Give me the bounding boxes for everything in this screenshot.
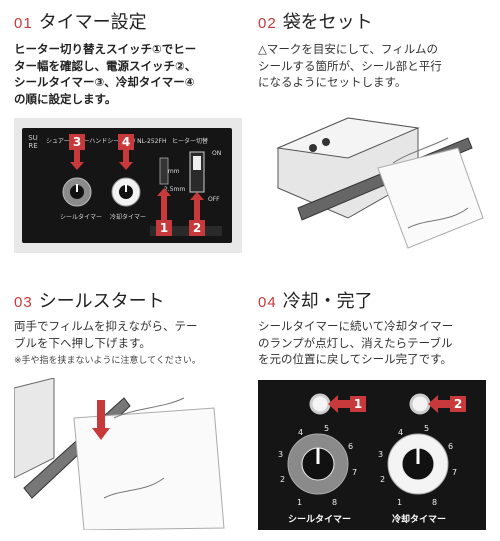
step-02-heading: 02 袋をセット xyxy=(258,8,373,34)
cool-timer-label: 冷却タイマー xyxy=(110,214,147,221)
description-line: になるようにセットします。 xyxy=(258,75,407,89)
description-line: シールタイマー③、冷却タイマー④ xyxy=(14,75,195,89)
description-line: ブルを下へ押し下げます。 xyxy=(14,335,151,350)
panel-controls-drawing xyxy=(62,150,222,236)
brand-logo: SURE xyxy=(28,134,38,150)
badge-3: 3 xyxy=(69,134,85,150)
heater-label: ヒーター切替 xyxy=(172,138,209,145)
step-02-description: △マークを目安にして、フィルムの シールする箇所が、シール部と平行 になるように… xyxy=(258,41,493,91)
step-04-heading: 04 冷却・完了 xyxy=(258,287,373,313)
seal-dial-7: 7 xyxy=(352,468,358,477)
step-title: タイマー設定 xyxy=(38,12,147,33)
seal-timer-label: シールタイマー xyxy=(60,214,103,221)
step-03-heading: 03 シールスタート xyxy=(14,287,165,313)
cool-timer-label: 冷却タイマー xyxy=(392,515,447,525)
step-04-description: シールタイマーに続いて冷却タイマー のランプが点灯し、消えたらテーブル を元の位… xyxy=(258,318,493,368)
cool-dial-3: 3 xyxy=(378,450,384,459)
step-number: 02 xyxy=(258,15,277,32)
step-number: 03 xyxy=(14,294,33,311)
step-title: シールスタート xyxy=(38,291,165,312)
on-label: ON xyxy=(212,150,222,157)
badge-4: 4 xyxy=(118,134,134,150)
seal-dial-6: 6 xyxy=(348,442,354,451)
model-label: シュアー フリーハンドシーラー / NL-252FH xyxy=(46,138,167,145)
step-title: 冷却・完了 xyxy=(282,291,373,312)
cool-dial-7: 7 xyxy=(452,468,458,477)
description-line: 両手でフィルムを抑えながら、テー xyxy=(14,319,198,333)
safety-note: ※手や指を挟まないように注意してください。 xyxy=(14,356,201,366)
description-line: のランプが点灯し、消えたらテーブル xyxy=(258,335,453,350)
description-line: を元の位置に戻してシール完了です。 xyxy=(258,352,453,366)
step-title: 袋をセット xyxy=(282,12,373,33)
description-line: シールタイマーに続いて冷却タイマー xyxy=(258,319,454,333)
cool-dial-6: 6 xyxy=(448,442,454,451)
badge-1: 1 xyxy=(156,220,172,236)
cool-dial-2: 2 xyxy=(380,475,386,484)
step-number: 04 xyxy=(258,294,277,311)
seal-dial-8: 8 xyxy=(332,498,338,507)
cool-dial-1: 1 xyxy=(397,498,403,507)
seal-press-illustration xyxy=(14,378,242,530)
width-25mm-label: 2.5mm xyxy=(164,186,186,193)
bag-setting-illustration xyxy=(258,108,486,258)
control-panel-face: SURE シュアー フリーハンドシーラー / NL-252FH ヒーター切替 2… xyxy=(22,128,232,243)
seal-dial-4: 4 xyxy=(298,428,304,437)
seal-dial-2: 2 xyxy=(280,475,286,484)
description-line: ヒーター切り替えスイッチ①でヒー xyxy=(14,42,197,56)
step-03-description: 両手でフィルムを抑えながら、テー ブルを下へ押し下げます。 xyxy=(14,318,249,351)
badge-2: 2 xyxy=(189,220,205,236)
badge-1: 1 xyxy=(350,396,366,412)
press-drawing xyxy=(14,378,225,530)
step-01-heading: 01 タイマー設定 xyxy=(14,8,147,34)
description-line: ター幅を確認し、電源スイッチ②、 xyxy=(14,58,197,73)
width-2mm-label: 2mm xyxy=(164,168,180,175)
seal-dial-1: 1 xyxy=(297,498,303,507)
seal-dial-5: 5 xyxy=(324,424,330,433)
control-panel-illustration: SURE シュアー フリーハンドシーラー / NL-252FH ヒーター切替 2… xyxy=(14,118,242,253)
description-line: シールする箇所が、シール部と平行 xyxy=(258,58,442,73)
off-label: OFF xyxy=(208,196,220,203)
timer-panel-illustration: 1 2 1 2 3 4 5 6 7 8 1 2 3 4 5 6 7 8 シールタ… xyxy=(258,380,486,530)
description-line: △マークを目安にして、フィルムの xyxy=(258,42,438,56)
timer-dials-drawing xyxy=(287,393,456,495)
cool-dial-8: 8 xyxy=(432,498,438,507)
step-01-description: ヒーター切り替えスイッチ①でヒー ター幅を確認し、電源スイッチ②、 シールタイマ… xyxy=(14,41,249,107)
cool-dial-4: 4 xyxy=(398,428,404,437)
step-number: 01 xyxy=(14,15,33,32)
cool-dial-5: 5 xyxy=(424,424,430,433)
description-line: の順に設定します。 xyxy=(14,91,117,106)
badge-2: 2 xyxy=(450,396,466,412)
seal-timer-label: シールタイマー xyxy=(288,515,352,525)
sealer-and-bag-drawing xyxy=(276,117,484,249)
seal-dial-3: 3 xyxy=(278,450,284,459)
